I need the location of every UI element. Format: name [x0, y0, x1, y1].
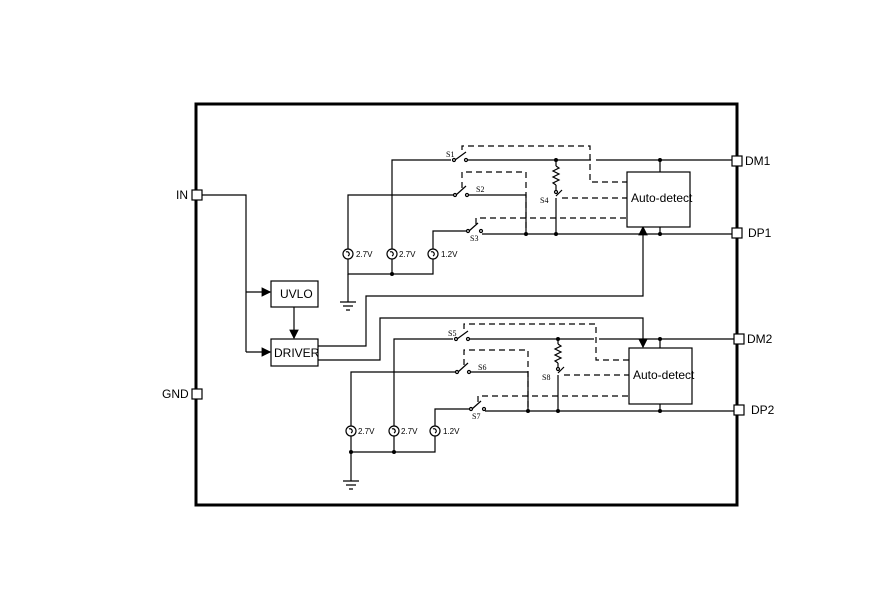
- channel-1: 2.7V 2.7V 1.2V S1 S2 S3: [340, 145, 732, 311]
- pin-gnd-label: GND: [162, 387, 189, 401]
- switch-s3-label: S3: [470, 234, 478, 243]
- resistor-icon: [551, 165, 561, 186]
- switch-s1-label: S1: [446, 150, 454, 159]
- current-source-icon: [342, 248, 354, 260]
- source-voltage-label: 2.7V: [401, 427, 418, 436]
- source-voltage-label: 1.2V: [441, 250, 458, 259]
- switch-s2-label: S2: [476, 185, 484, 194]
- ground-icon: [343, 452, 359, 490]
- pin-in: [191, 189, 203, 201]
- driver-label: DRIVER: [274, 346, 320, 360]
- pin-dp1-label: DP1: [748, 226, 772, 240]
- current-source-icon: [429, 425, 441, 437]
- pin-dp2-label: DP2: [751, 403, 775, 417]
- uvlo-label: UVLO: [280, 287, 313, 301]
- current-source-icon: [345, 425, 357, 437]
- pin-dm2: [733, 333, 745, 345]
- pin-dp2: [733, 404, 745, 416]
- pin-dp1: [731, 227, 743, 239]
- pin-dm2-label: DM2: [747, 332, 773, 346]
- resistor-icon: [553, 343, 563, 364]
- current-source-icon: [386, 248, 398, 260]
- channel-2: 2.7V 2.7V 1.2V S5 S6 S7: [343, 323, 734, 490]
- switch-s6-label: S6: [478, 363, 486, 372]
- switch-s7-label: S7: [472, 412, 480, 421]
- chip-boundary: [194, 102, 739, 507]
- switch-s8-label: S8: [542, 373, 550, 382]
- auto-detect-label-1: Auto-detect: [631, 191, 693, 205]
- uvlo-block: [270, 280, 319, 308]
- source-voltage-label: 2.7V: [356, 250, 373, 259]
- source-voltage-label: 2.7V: [358, 427, 375, 436]
- pin-dm1: [731, 155, 743, 167]
- switch-s4-label: S4: [540, 196, 548, 205]
- source-voltage-label: 2.7V: [399, 250, 416, 259]
- auto-detect-block-2: [628, 347, 693, 405]
- pin-gnd: [191, 388, 203, 400]
- current-source-icon: [388, 425, 400, 437]
- source-voltage-label: 1.2V: [443, 427, 460, 436]
- current-source-icon: [427, 248, 439, 260]
- auto-detect-block-1: [626, 171, 691, 228]
- pin-dm1-label: DM1: [745, 154, 771, 168]
- pin-in-label: IN: [176, 188, 188, 202]
- driver-block: [270, 338, 319, 367]
- ground-icon: [340, 274, 356, 311]
- switch-s5-label: S5: [448, 329, 456, 338]
- auto-detect-label-2: Auto-detect: [633, 368, 695, 382]
